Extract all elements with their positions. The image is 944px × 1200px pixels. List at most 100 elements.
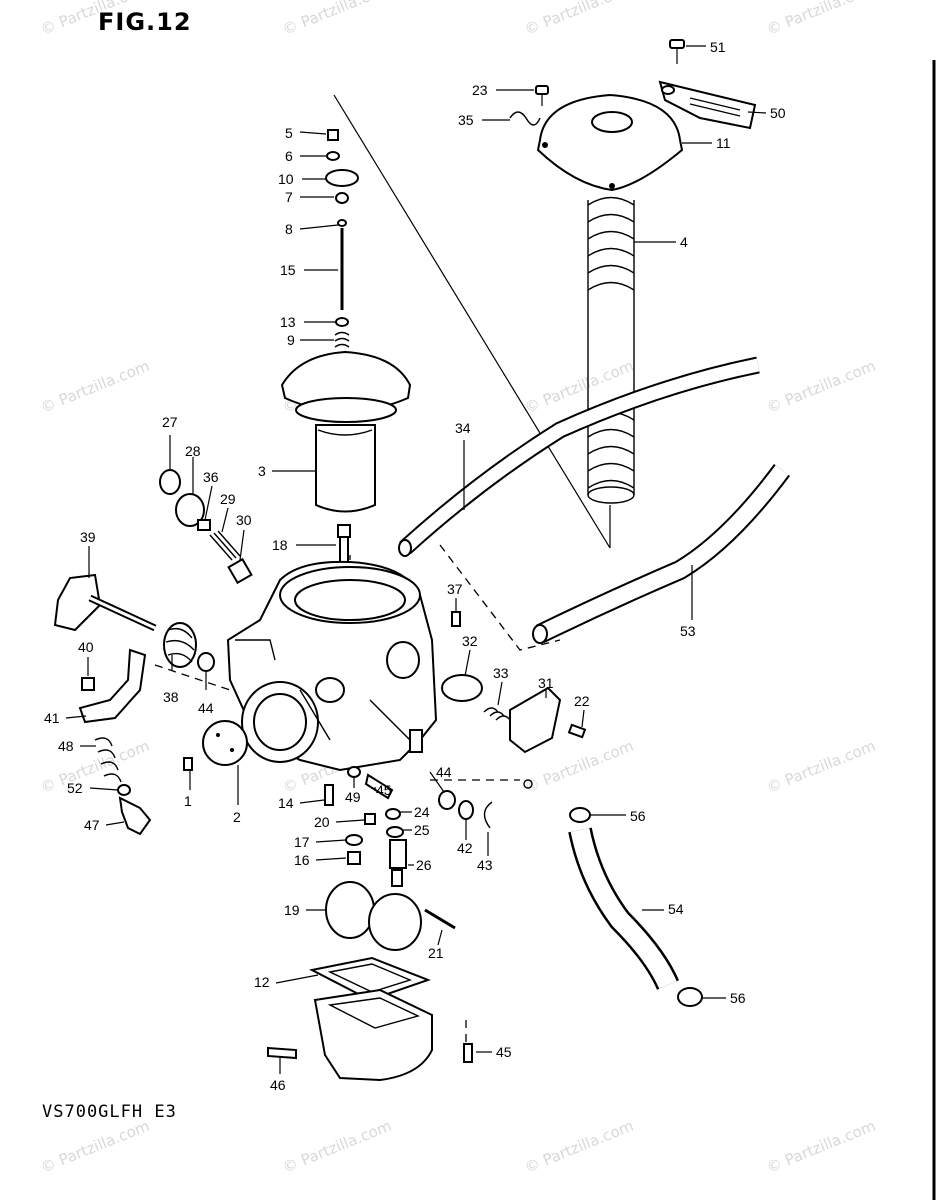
svg-text:45: 45 <box>376 782 392 798</box>
svg-text:2: 2 <box>233 809 241 825</box>
enricher-cover <box>441 674 587 754</box>
svg-text:12: 12 <box>254 974 270 990</box>
svg-text:34: 34 <box>455 420 471 436</box>
carburetor-top-cap <box>536 93 684 192</box>
svg-text:53: 53 <box>680 623 696 639</box>
svg-text:37: 37 <box>447 581 463 597</box>
svg-text:15: 15 <box>280 262 296 278</box>
throttle-cable-bracket <box>658 80 757 130</box>
svg-text:38: 38 <box>163 689 179 705</box>
float-chamber-gasket <box>309 956 431 1002</box>
assembly-line <box>154 664 231 691</box>
svg-text:36: 36 <box>203 469 219 485</box>
svg-text:39: 39 <box>80 529 96 545</box>
throttle-stop-screw <box>94 737 152 836</box>
svg-text:32: 32 <box>462 633 478 649</box>
svg-text:54: 54 <box>668 901 684 917</box>
reference-line <box>333 94 611 549</box>
svg-text:28: 28 <box>185 443 201 459</box>
svg-text:6: 6 <box>285 148 293 164</box>
svg-text:31: 31 <box>538 675 554 691</box>
svg-text:5: 5 <box>285 125 293 141</box>
vent-hose <box>398 356 760 557</box>
svg-text:29: 29 <box>220 491 236 507</box>
svg-text:14: 14 <box>278 795 294 811</box>
svg-text:10: 10 <box>278 171 294 187</box>
svg-text:24: 24 <box>414 804 430 820</box>
washer <box>458 800 474 820</box>
assembly-point <box>523 779 533 789</box>
float-pin <box>424 908 456 930</box>
svg-text:27: 27 <box>162 414 178 430</box>
svg-text:21: 21 <box>428 945 444 961</box>
callout-labels: 5 6 10 7 8 15 13 9 3 23 35 11 51 50 4 34… <box>44 39 786 1093</box>
svg-text:7: 7 <box>285 189 293 205</box>
svg-text:3: 3 <box>258 463 266 479</box>
o-ring <box>438 790 456 810</box>
wire-clip <box>509 111 541 126</box>
jet-needle-assembly <box>325 129 359 348</box>
svg-text:40: 40 <box>78 639 94 655</box>
svg-text:33: 33 <box>493 665 509 681</box>
seal-ring <box>197 652 215 672</box>
svg-text:52: 52 <box>67 780 83 796</box>
svg-text:9: 9 <box>287 332 295 348</box>
bracket-screw <box>669 39 685 64</box>
diaphragm-spring <box>587 196 635 504</box>
vacuum-piston <box>280 350 412 513</box>
cover-plate <box>183 720 248 771</box>
svg-text:51: 51 <box>710 39 726 55</box>
svg-text:22: 22 <box>574 693 590 709</box>
svg-text:17: 17 <box>294 834 310 850</box>
svg-text:41: 41 <box>44 710 60 726</box>
svg-text:11: 11 <box>716 135 731 151</box>
throttle-stop-arm <box>78 648 147 724</box>
svg-text:48: 48 <box>58 738 74 754</box>
svg-text:30: 30 <box>236 512 252 528</box>
svg-text:47: 47 <box>84 817 100 833</box>
svg-text:18: 18 <box>272 537 288 553</box>
lever-spring <box>163 622 197 668</box>
starter-lever <box>53 573 157 632</box>
svg-text:56: 56 <box>630 808 646 824</box>
drain-hose <box>568 807 703 1007</box>
jet-parts <box>324 766 407 887</box>
svg-text:25: 25 <box>414 822 430 838</box>
float-chamber <box>313 988 433 1082</box>
assembly-line <box>439 544 561 651</box>
clip <box>483 801 493 829</box>
drain-screw <box>463 1043 473 1063</box>
svg-text:44: 44 <box>198 700 214 716</box>
svg-text:42: 42 <box>457 840 473 856</box>
svg-text:44: 44 <box>436 764 452 780</box>
float-pin-holder <box>345 834 363 846</box>
carburetor-body <box>226 560 438 772</box>
float <box>325 881 422 951</box>
starter-plunger-parts <box>159 469 253 585</box>
svg-text:19: 19 <box>284 902 300 918</box>
svg-text:43: 43 <box>477 857 493 873</box>
float-screw <box>347 851 361 865</box>
svg-text:16: 16 <box>294 852 310 868</box>
svg-text:46: 46 <box>270 1077 286 1093</box>
cap-screw <box>535 85 549 106</box>
body-screw <box>451 611 461 627</box>
svg-text:8: 8 <box>285 221 293 237</box>
svg-text:26: 26 <box>416 857 432 873</box>
svg-text:56: 56 <box>730 990 746 1006</box>
svg-text:45: 45 <box>496 1044 512 1060</box>
svg-text:4: 4 <box>680 234 688 250</box>
drain-plug <box>267 1046 297 1060</box>
svg-text:49: 49 <box>345 789 361 805</box>
svg-text:20: 20 <box>314 814 330 830</box>
svg-text:50: 50 <box>770 105 786 121</box>
svg-text:13: 13 <box>280 314 296 330</box>
svg-text:23: 23 <box>472 82 488 98</box>
svg-text:1: 1 <box>184 793 192 809</box>
svg-text:35: 35 <box>458 112 474 128</box>
model-code: VS700GLFH E3 <box>42 1102 177 1122</box>
overflow-hose <box>532 464 791 644</box>
figure-title: FIG.12 <box>98 8 192 36</box>
